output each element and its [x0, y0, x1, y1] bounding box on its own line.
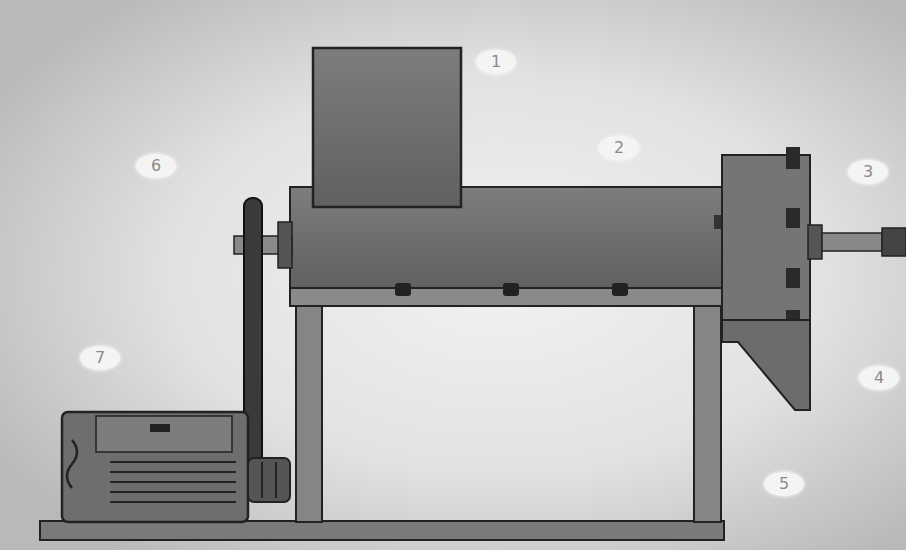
terminal-mark — [150, 424, 170, 432]
fin — [110, 471, 236, 473]
left-leg — [296, 304, 322, 522]
flange-bolt — [786, 208, 800, 228]
callout-number: 3 — [848, 160, 888, 184]
motor-pulley — [248, 458, 290, 502]
fin — [110, 461, 236, 463]
base-rail — [40, 521, 724, 540]
right-leg — [694, 304, 721, 522]
outlet-chute — [722, 320, 810, 410]
callout-number: 1 — [476, 50, 516, 74]
output-shaft — [822, 233, 882, 251]
callout-number: 4 — [859, 366, 899, 390]
hopper — [313, 48, 461, 207]
pulley-groove — [275, 462, 277, 498]
fin — [110, 491, 236, 493]
motor-cable — [67, 440, 77, 488]
callout-number: 5 — [764, 472, 804, 496]
shaft-collar — [808, 225, 822, 259]
bolt — [395, 283, 411, 296]
bolt — [612, 283, 628, 296]
motor-body — [62, 412, 248, 522]
die-flange — [722, 155, 810, 320]
terminal-box — [96, 416, 232, 452]
flange-bolt — [786, 147, 800, 169]
fin — [110, 481, 236, 483]
shaft-nut — [882, 228, 906, 256]
callout-number: 6 — [136, 154, 176, 178]
flange-bolt — [786, 268, 800, 288]
callout-number: 7 — [80, 346, 120, 370]
callout-number: 2 — [599, 136, 639, 160]
bolt — [503, 283, 519, 296]
bolt — [714, 215, 722, 229]
fin — [110, 501, 236, 503]
cooling-fins — [110, 462, 236, 502]
bearing — [278, 222, 292, 268]
pulley-groove — [261, 462, 263, 498]
